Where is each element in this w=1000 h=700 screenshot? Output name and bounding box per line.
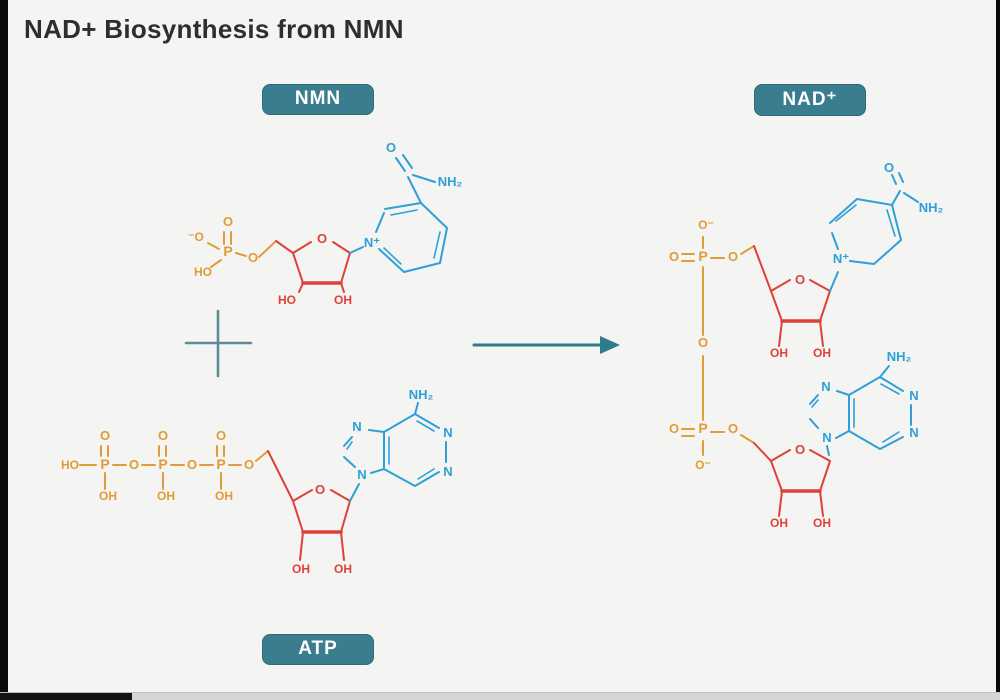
- atom-label: N: [352, 419, 361, 434]
- atom-label: ⁻O: [188, 230, 204, 244]
- atom-label: O: [100, 428, 110, 443]
- atom-label: OH: [334, 562, 352, 576]
- screen-edge-right: [996, 0, 1000, 700]
- atom-label: N: [357, 467, 366, 482]
- atom-label: N: [443, 464, 452, 479]
- atom-label: O: [669, 249, 679, 264]
- atom-label: N: [822, 430, 831, 445]
- screen-edge-bottom: [0, 692, 1000, 700]
- atom-label: O: [728, 421, 738, 436]
- atom-label: O: [187, 457, 197, 472]
- atom-label: HO: [278, 293, 296, 307]
- atom-label: OH: [770, 346, 788, 360]
- atom-label: O: [669, 421, 679, 436]
- screen-edge-bottom-dark: [0, 693, 132, 700]
- screen-edge-left: [0, 0, 8, 700]
- atom-label: OH: [813, 516, 831, 530]
- atom-label: O: [315, 482, 325, 497]
- atom-label: O: [317, 231, 327, 246]
- plus-icon: [184, 309, 253, 378]
- atom-label: NH₂: [887, 349, 912, 364]
- atom-label: OH: [813, 346, 831, 360]
- atom-label: N: [821, 379, 830, 394]
- atom-label: HO: [194, 265, 212, 279]
- atom-label: OH: [334, 293, 352, 307]
- atom-label: OH: [770, 516, 788, 530]
- atom-label: NH₂: [438, 174, 463, 189]
- atom-label: OH: [292, 562, 310, 576]
- atom-label: N: [909, 388, 918, 403]
- reaction-arrow-icon: [472, 336, 620, 354]
- atom-label: O: [795, 272, 805, 287]
- atom-label: N: [909, 425, 918, 440]
- atom-label: N⁺: [364, 235, 380, 250]
- atom-label: O: [244, 457, 254, 472]
- atom-label: N: [443, 425, 452, 440]
- atom-label: O: [884, 160, 894, 175]
- atp-label-badge: ATP: [262, 634, 374, 665]
- atom-label: NH₂: [409, 387, 434, 402]
- atom-label: O: [158, 428, 168, 443]
- atom-label: P: [698, 248, 707, 264]
- atom-label: O: [698, 335, 708, 350]
- atom-label: NH₂: [919, 200, 944, 215]
- page-title: NAD+ Biosynthesis from NMN: [24, 14, 404, 44]
- atom-label: P: [698, 420, 707, 436]
- atom-label: HO: [61, 458, 79, 472]
- atom-label: O⁻: [695, 458, 711, 472]
- atom-label: P: [100, 456, 109, 472]
- atom-label: O: [129, 457, 139, 472]
- atom-label: OH: [215, 489, 233, 503]
- atom-label: OH: [99, 489, 117, 503]
- atom-label: O: [386, 140, 396, 155]
- nad-label-badge: NAD⁺: [754, 84, 866, 116]
- atom-label: O: [248, 250, 258, 265]
- nmn-label-badge: NMN: [262, 84, 374, 115]
- atom-label: O: [223, 214, 233, 229]
- atom-label: P: [216, 456, 225, 472]
- atom-label: P: [223, 243, 232, 259]
- atom-label: O: [728, 249, 738, 264]
- nad-structure: O⁻ O P O O O P O O⁻ O OH OH O NH₂ N⁺ NH₂ N N N N O OH OH: [669, 160, 944, 530]
- atom-label: OH: [157, 489, 175, 503]
- atom-label: O: [216, 428, 226, 443]
- atom-label: O⁻: [698, 218, 714, 232]
- atom-label: O: [795, 442, 805, 457]
- atom-label: P: [158, 456, 167, 472]
- atom-label: N⁺: [833, 251, 849, 266]
